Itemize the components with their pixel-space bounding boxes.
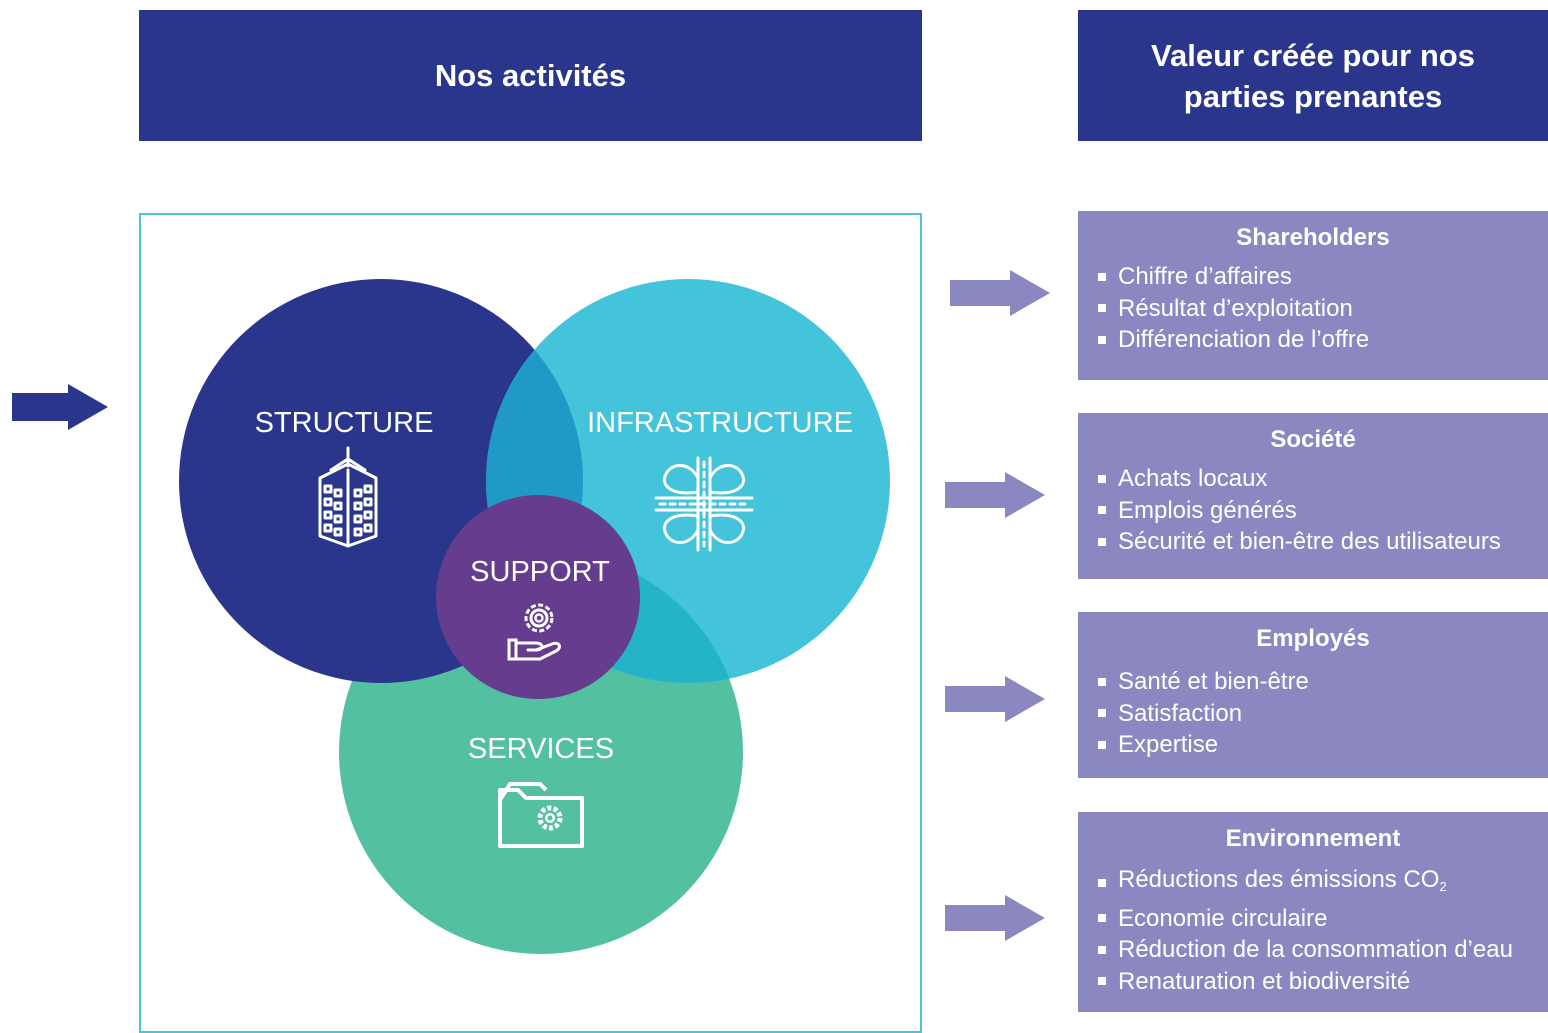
bullet-icon <box>1098 272 1106 281</box>
support-label: SUPPORT <box>470 556 610 588</box>
value-header-line-2: parties prenantes <box>1183 78 1443 114</box>
panel-title: Environnement <box>1225 825 1401 852</box>
bullet-icon <box>1098 335 1106 344</box>
list-item-text: Achats locaux <box>1118 465 1268 492</box>
list-item: Chiffre d’affaires <box>1098 261 1548 293</box>
co2-text: Réductions des émissions CO <box>1118 866 1440 893</box>
hand-gear-icon <box>507 603 561 661</box>
panel-title: Shareholders <box>1236 224 1390 251</box>
list-item-text: Satisfaction <box>1118 699 1243 727</box>
environnement-panel: Environnement Réductions des émissions C… <box>1078 812 1548 1012</box>
panel-list: Achats locaux Emplois générés Sécurité e… <box>1098 463 1548 558</box>
value-header-title: Valeur créée pour nos parties prenantes <box>1151 35 1475 117</box>
arrow-to-societe-icon <box>945 472 1045 518</box>
bullet-icon <box>1098 537 1106 546</box>
bullet-icon <box>1098 914 1106 923</box>
bullet-icon <box>1098 474 1106 483</box>
list-item: Différenciation de l’offre <box>1098 324 1548 356</box>
value-header-line-1: Valeur créée pour nos <box>1151 37 1475 73</box>
arrow-to-shareholders-icon <box>950 270 1050 316</box>
list-item-text: Réductions des émissions CO2 <box>1118 864 1447 903</box>
panel-title: Employés <box>1256 625 1370 652</box>
panel-list: Chiffre d’affaires Résultat d’exploitati… <box>1098 261 1548 356</box>
list-item-text: Economie circulaire <box>1118 904 1328 932</box>
list-item: Satisfaction <box>1098 698 1548 730</box>
list-item: Achats locaux <box>1098 463 1548 495</box>
list-item: Réduction de la consommation d’eau <box>1098 934 1548 966</box>
folder-gear-icon <box>498 782 584 848</box>
bullet-icon <box>1098 977 1106 986</box>
co2-subscript: 2 <box>1439 879 1447 894</box>
building-icon <box>318 446 378 548</box>
bullet-icon <box>1098 506 1106 515</box>
list-item-text: Emplois générés <box>1118 496 1297 524</box>
list-item: Economie circulaire <box>1098 903 1548 935</box>
structure-label: STRUCTURE <box>255 407 434 439</box>
list-item-text: Expertise <box>1118 731 1219 758</box>
bullet-icon <box>1098 740 1106 749</box>
list-item-text: Renaturation et biodiversité <box>1118 967 1411 995</box>
list-item-text: Différenciation de l’offre <box>1118 326 1370 353</box>
list-item: Sécurité et bien-être des utilisateurs <box>1098 526 1548 558</box>
panel-list: Réductions des émissions CO2 Economie ci… <box>1098 864 1548 997</box>
list-item: Réductions des émissions CO2 <box>1098 864 1548 903</box>
list-item-text: Sécurité et bien-être des utilisateurs <box>1118 528 1501 555</box>
list-item: Résultat d’exploitation <box>1098 293 1548 325</box>
list-item-text: Réduction de la consommation d’eau <box>1118 936 1513 963</box>
list-item-text: Santé et bien-être <box>1118 668 1309 695</box>
list-item: Expertise <box>1098 729 1548 761</box>
bullet-icon <box>1098 709 1106 718</box>
societe-panel: Société Achats locaux Emplois générés Sé… <box>1078 413 1548 579</box>
list-item: Renaturation et biodiversité <box>1098 966 1548 998</box>
list-item-text: Résultat d’exploitation <box>1118 294 1353 322</box>
list-item: Santé et bien-être <box>1098 666 1548 698</box>
arrow-to-environnement-icon <box>945 895 1045 941</box>
bullet-icon <box>1098 677 1106 686</box>
value-header: Valeur créée pour nos parties prenantes <box>1078 10 1548 141</box>
arrow-to-employes-icon <box>945 676 1045 722</box>
activities-venn-diagram: STRUCTURE INFRASTRUCTURE SUPPORT SERVICE… <box>179 279 890 954</box>
services-label: SERVICES <box>468 733 614 765</box>
employes-panel: Employés Santé et bien-être Satisfaction… <box>1078 612 1548 778</box>
shareholders-panel: Shareholders Chiffre d’affaires Résultat… <box>1078 211 1548 380</box>
activities-header: Nos activités <box>139 10 922 141</box>
support-circle <box>436 495 640 699</box>
highway-interchange-icon <box>654 456 754 552</box>
bullet-icon <box>1098 304 1106 313</box>
bullet-icon <box>1098 945 1106 954</box>
bullet-icon <box>1098 879 1106 888</box>
list-item-text: Chiffre d’affaires <box>1118 263 1292 290</box>
panel-title: Société <box>1270 426 1356 453</box>
infrastructure-label: INFRASTRUCTURE <box>587 407 853 439</box>
incoming-arrow-icon <box>12 384 108 430</box>
activities-header-title: Nos activités <box>434 58 627 93</box>
list-item: Emplois générés <box>1098 495 1548 527</box>
panel-list: Santé et bien-être Satisfaction Expertis… <box>1098 666 1548 761</box>
